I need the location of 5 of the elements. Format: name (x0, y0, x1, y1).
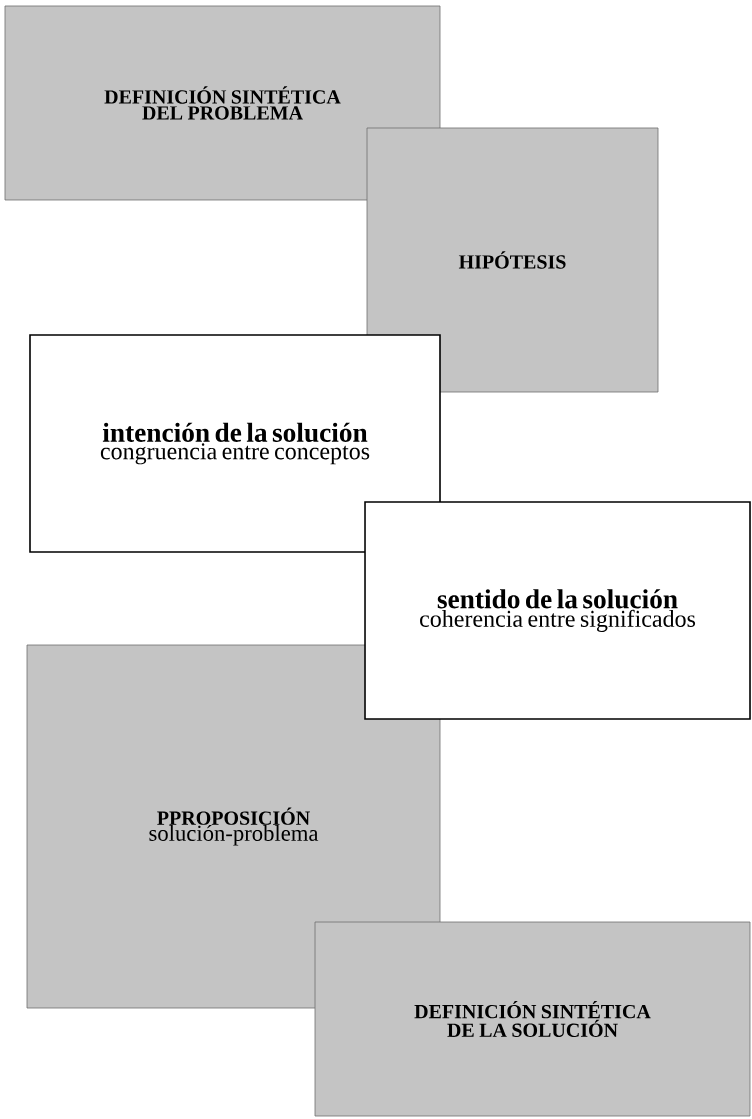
text-box: intención de la solución congruencia entre conceptos (29, 334, 441, 553)
shaded-box: DEFINICIÓN SINTÉTICA DE LA SOLUCIÓN (314, 921, 751, 1117)
shaded-box: DEFINICIÓN SINTÉTICA DEL PROBLEMA (4, 5, 441, 201)
shaded-box: HIPÓTESIS (366, 127, 659, 393)
text-box: sentido de la solución coherencia entre significados (364, 501, 751, 720)
